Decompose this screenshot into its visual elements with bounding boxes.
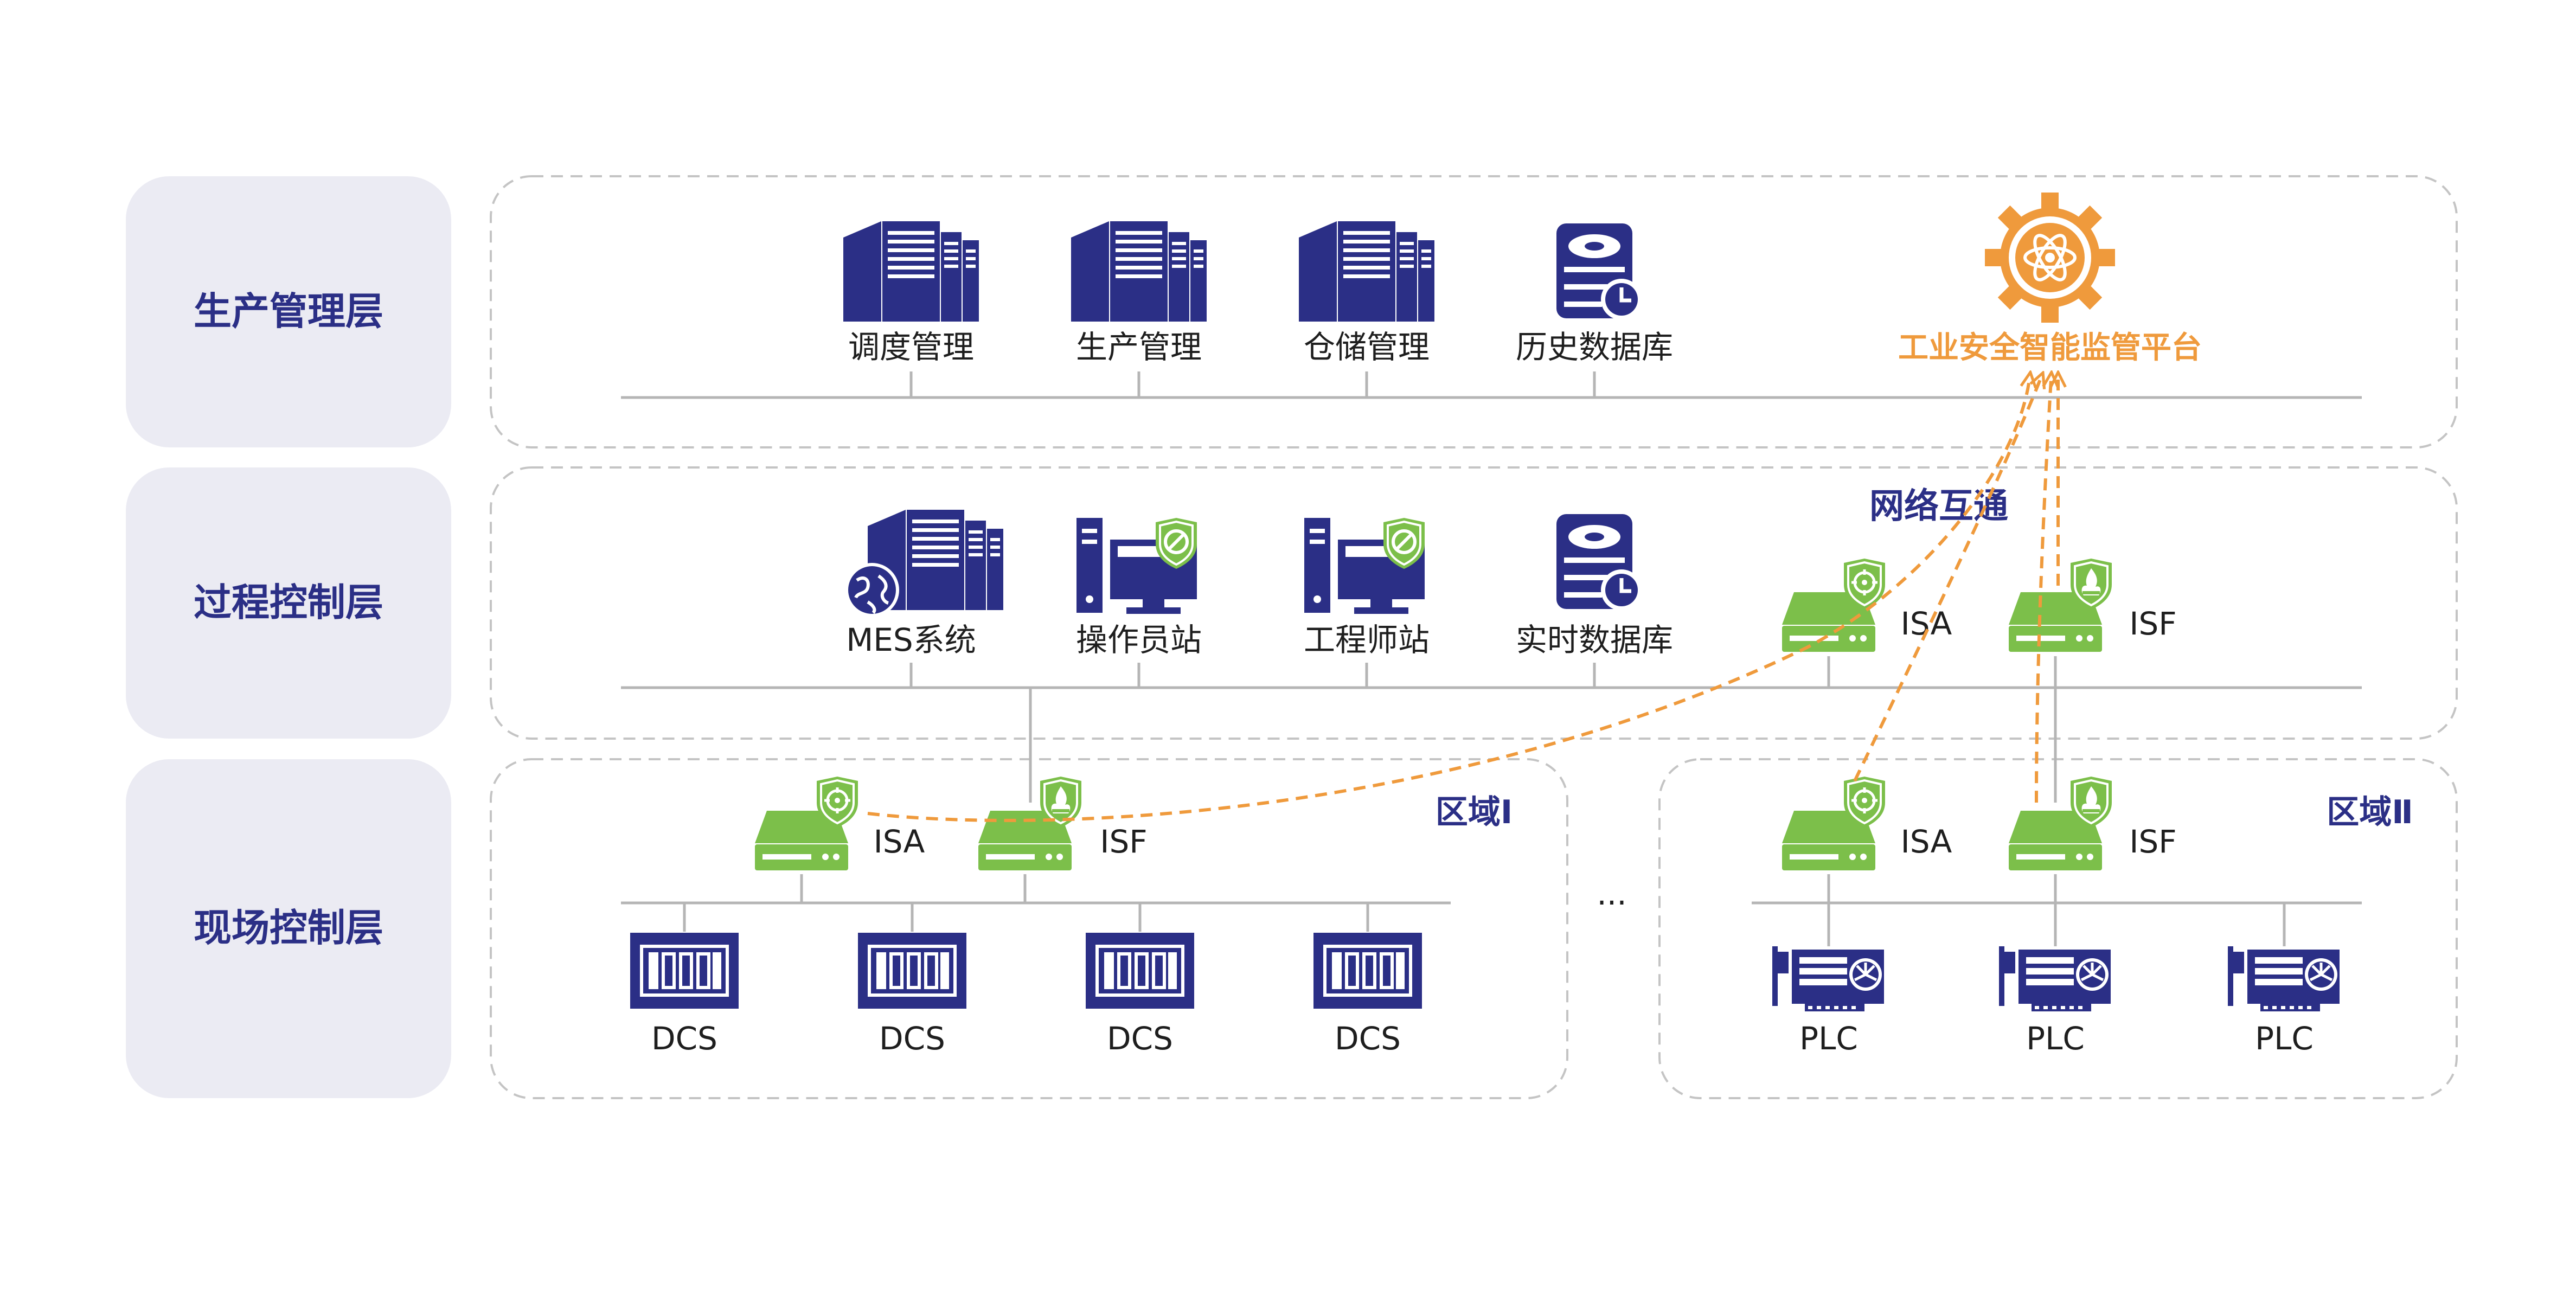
label-dcs: DCS (651, 1020, 717, 1057)
zone1-label: 区域Ⅰ (1436, 793, 1513, 831)
label-operator: 操作员站 (1076, 621, 1202, 658)
label-isf-process: ISF (2129, 605, 2176, 642)
label-plc: PLC (1799, 1020, 1858, 1057)
zone2-isf-to-platform-link (2035, 380, 2051, 803)
label-mes: MES系统 (846, 621, 976, 658)
label-dispatch: 调度管理 (848, 329, 974, 366)
label-warehouse: 仓储管理 (1304, 329, 1430, 366)
label-isa-zone2: ISA (1901, 823, 1952, 860)
layer-box-field (126, 759, 451, 1098)
label-isf-zone2: ISF (2129, 823, 2176, 860)
label-production: 生产管理 (1076, 329, 1202, 366)
label-plc: PLC (2026, 1020, 2085, 1057)
bus-lines (621, 371, 2362, 946)
dcs-controller-icon (1086, 933, 1194, 1009)
ellipsis: ... (1597, 875, 1626, 912)
plc-card-icon (2228, 946, 2340, 1011)
label-realtime-db: 实时数据库 (1516, 621, 1673, 658)
layer-labels: 生产管理层 过程控制层 现场控制层 (126, 176, 451, 1098)
plc-card-icon (1772, 946, 1884, 1011)
layer-box-process (126, 467, 451, 739)
plc-card-icon (1999, 946, 2111, 1011)
production-region (490, 175, 2458, 448)
label-isa-process: ISA (1901, 605, 1952, 642)
workstation-shield-icon (1304, 518, 1425, 614)
label-engineer: 工程师站 (1304, 621, 1430, 658)
label-isf-zone1: ISF (1100, 823, 1147, 860)
label-dcs: DCS (1335, 1020, 1401, 1057)
workstation-shield-icon (1076, 518, 1197, 614)
network-label: 网络互通 (1869, 486, 2008, 527)
server-rack-icon (1071, 221, 1207, 322)
layer-label-field: 现场控制层 (194, 906, 383, 950)
label-plc: PLC (2255, 1020, 2314, 1057)
gear-atom-icon (1985, 193, 2115, 323)
server-rack-icon (1299, 221, 1434, 322)
layer-box-production (126, 176, 451, 447)
network-connections (867, 380, 2058, 822)
database-clock-icon (1556, 514, 1642, 611)
label-history-db: 历史数据库 (1516, 329, 1673, 366)
zone2-region (1658, 758, 2458, 1099)
zone2-label: 区域Ⅱ (2327, 793, 2413, 831)
zone2-isa-to-platform-link (1853, 380, 2040, 782)
label-dcs: DCS (879, 1020, 945, 1057)
dcs-controller-icon (630, 933, 739, 1009)
label-isa-zone1: ISA (874, 823, 925, 860)
globe-icon (845, 563, 899, 617)
layer-label-production: 生产管理层 (194, 289, 383, 334)
process-region (490, 466, 2458, 740)
label-dcs: DCS (1107, 1020, 1173, 1057)
layer-label-process: 过程控制层 (194, 580, 383, 625)
dcs-controller-icon (1313, 933, 1422, 1009)
dcs-controller-icon (858, 933, 966, 1009)
server-rack-icon (843, 221, 979, 322)
label-platform: 工业安全智能监管平台 (1898, 330, 2202, 366)
database-clock-icon (1556, 223, 1642, 320)
